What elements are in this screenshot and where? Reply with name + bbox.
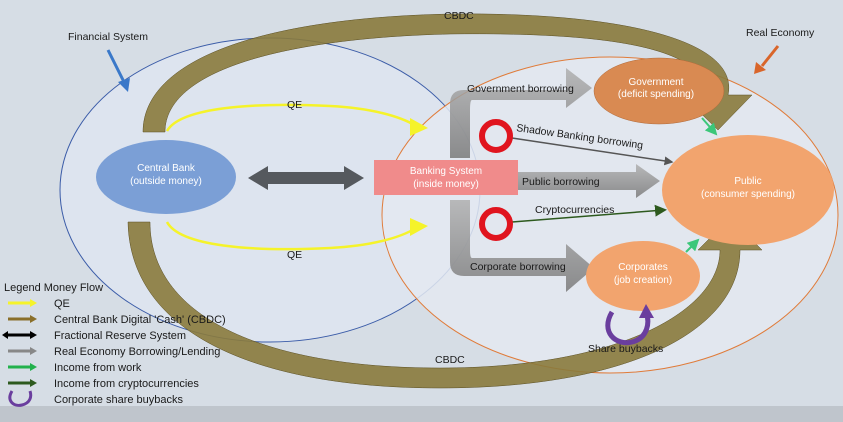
corporates-subtitle: (job creation): [614, 275, 672, 286]
legend-arrowhead: [30, 379, 37, 387]
legend-item: Corporate share buybacks: [8, 390, 184, 407]
real-economy-pointer-head: [754, 62, 766, 74]
legend-item-label: Income from cryptocurrencies: [54, 378, 199, 390]
crypto-line: [511, 204, 667, 223]
qe-top-label: QE: [287, 99, 302, 111]
corporates-node: [586, 241, 700, 311]
legend-arrowhead: [30, 363, 37, 371]
share-buyback-arrowhead: [639, 304, 654, 318]
banking-system-node: [374, 160, 518, 195]
legend-item-label: Real Economy Borrowing/Lending: [54, 346, 220, 358]
legend-arrowhead: [30, 331, 37, 339]
bottom-band: [0, 406, 843, 422]
qe-top-arrowhead: [410, 118, 428, 136]
legend-item: Fractional Reserve System: [2, 330, 186, 342]
banking-system-title: Banking System: [410, 166, 482, 177]
qe-bottom-label: QE: [287, 249, 302, 261]
public-borrowing-arrow: [518, 164, 660, 198]
public-borrowing-label: Public borrowing: [522, 176, 600, 188]
shadow-banking-line: [511, 137, 674, 166]
financial-system-pointer-head: [118, 78, 130, 92]
financial-system-pointer: [106, 49, 126, 83]
legend-arrowhead: [30, 299, 37, 307]
legend-item: QE: [8, 298, 70, 310]
corporates-title: Corporates: [618, 262, 667, 273]
public-node: [662, 135, 834, 245]
crypto-ring: [479, 207, 513, 241]
banking-system-subtitle: (inside money): [413, 179, 479, 190]
legend-item: Income from cryptocurrencies: [8, 378, 199, 390]
legend: Legend Money Flow QE Central Bank Digital…: [2, 282, 226, 407]
cryptocurrencies-label: Cryptocurrencies: [535, 204, 614, 216]
real-economy-pointer: [760, 45, 780, 67]
legend-arrowtail: [2, 331, 8, 339]
central-bank-subtitle: (outside money): [130, 176, 202, 187]
financial-system-label: Financial System: [68, 31, 148, 43]
government-subtitle: (deficit spending): [618, 89, 694, 100]
fractional-reserve-arrow: [248, 166, 364, 190]
legend-item-label: Central Bank Digital 'Cash' (CBDC): [54, 314, 226, 326]
cbdc-top-label: CBDC: [444, 10, 474, 22]
legend-swatch: [8, 390, 33, 407]
legend-item-label: Income from work: [54, 362, 142, 374]
cbdc-top-arrow: [142, 13, 753, 133]
corporate-borrowing-arrow: [450, 200, 594, 292]
real-economy-label: Real Economy: [746, 27, 815, 39]
public-subtitle: (consumer spending): [701, 189, 795, 200]
corporate-borrowing-label: Corporate borrowing: [470, 261, 566, 273]
legend-arrowhead: [30, 315, 37, 323]
legend-item: Central Bank Digital 'Cash' (CBDC): [8, 314, 226, 326]
government-borrowing-arrow: [450, 68, 592, 158]
legend-arrowhead: [30, 347, 37, 355]
income-from-work-arrow-corp: [685, 238, 700, 253]
legend-item: Real Economy Borrowing/Lending: [8, 346, 220, 358]
qe-bottom-arrowhead: [410, 218, 428, 236]
legend-items: QE Central Bank Digital 'Cash' (CBDC) Frac…: [2, 298, 226, 407]
legend-item-label: Fractional Reserve System: [54, 330, 186, 342]
government-borrowing-label: Government borrowing: [467, 83, 574, 95]
public-title: Public: [734, 176, 761, 187]
legend-title: Legend Money Flow: [4, 282, 103, 294]
central-bank-node: [96, 140, 236, 214]
share-buyback-loop: [605, 310, 651, 346]
qe-bottom-arrow: [165, 221, 417, 251]
shadow-banking-ring: [479, 119, 513, 153]
legend-item: Income from work: [8, 362, 142, 374]
legend-item-label: QE: [54, 298, 70, 310]
government-node: [593, 57, 725, 125]
share-buybacks-label: Share buybacks: [588, 343, 663, 355]
cbdc-bottom-label: CBDC: [435, 354, 465, 366]
legend-item-label: Corporate share buybacks: [54, 394, 184, 406]
government-title: Government: [628, 77, 683, 88]
income-from-work-arrow-gov: [701, 117, 718, 136]
qe-top-arrow: [165, 103, 417, 132]
central-bank-title: Central Bank: [137, 163, 196, 174]
